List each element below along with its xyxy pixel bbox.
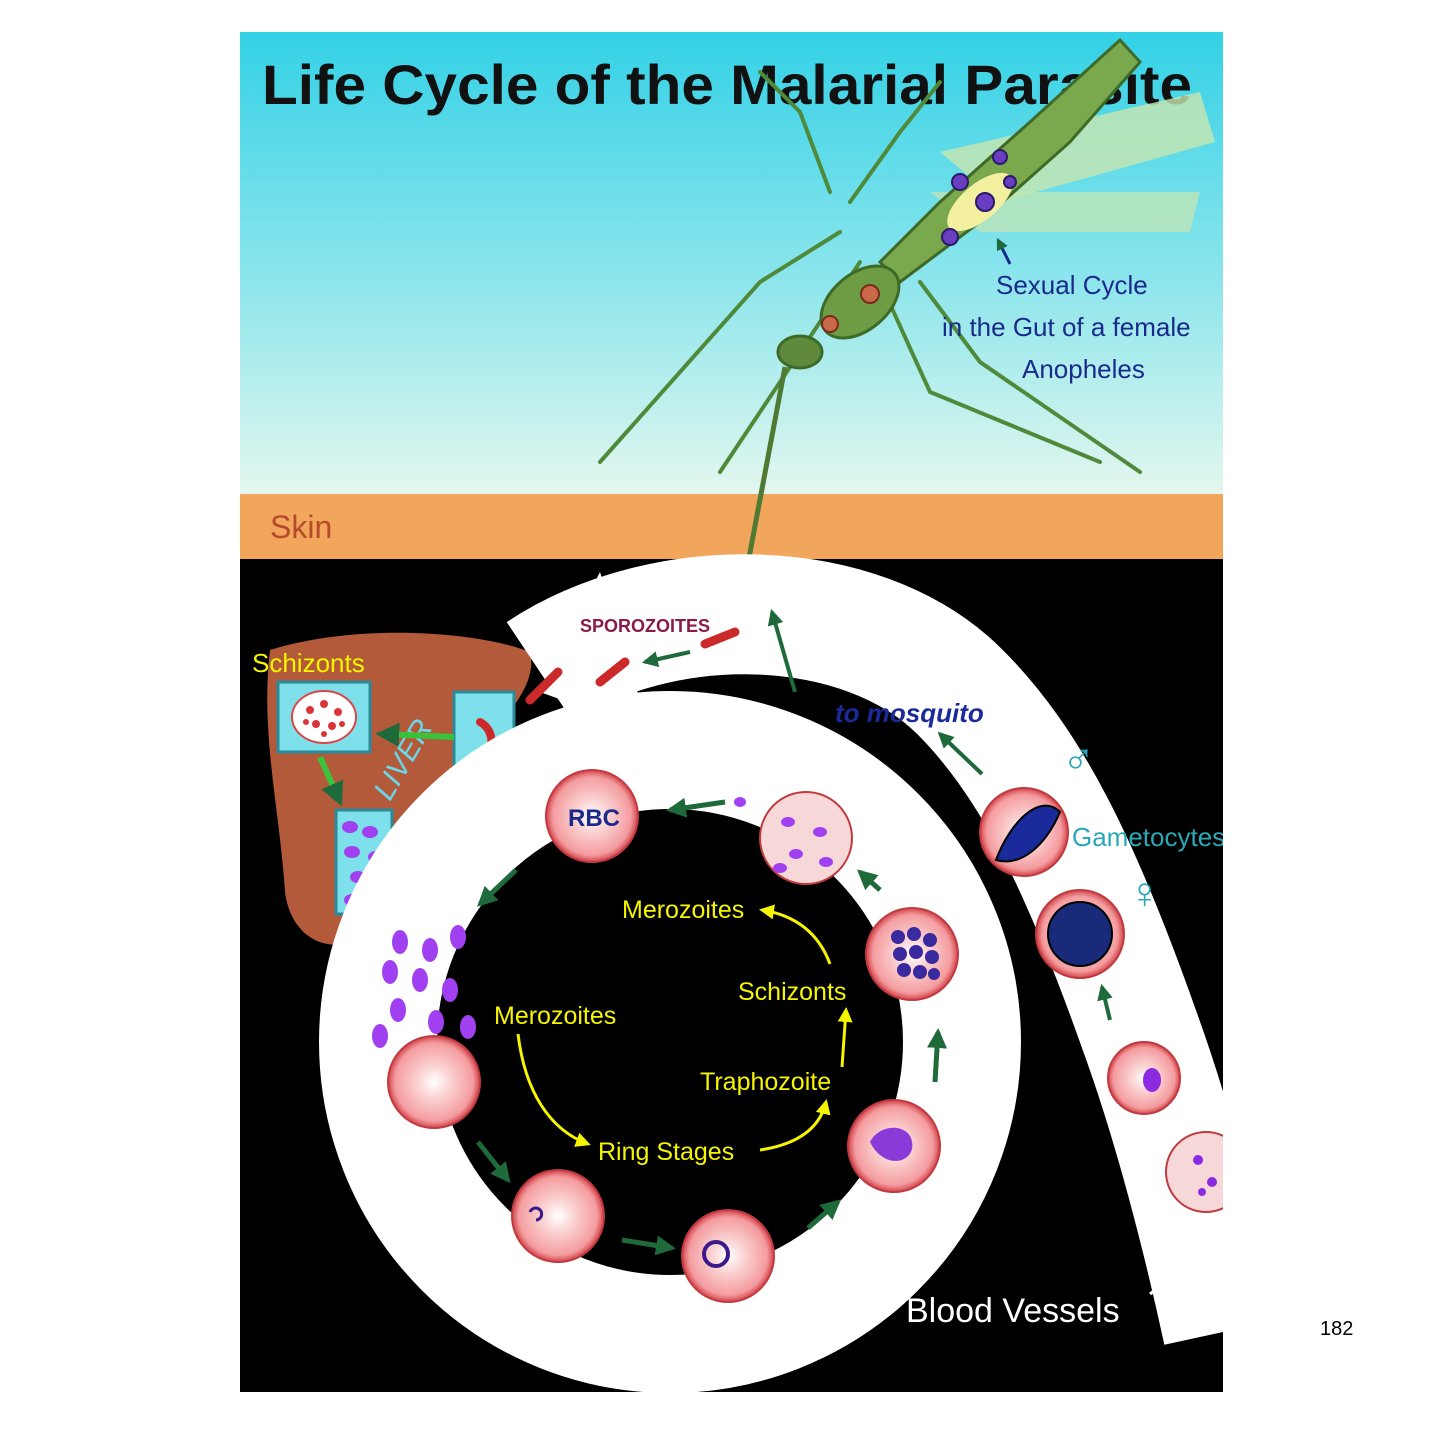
rbc-ring-1: [512, 1170, 604, 1262]
traphozoite-label: Traphozoite: [700, 1068, 831, 1096]
sexual-cycle-label-line1: Sexual Cycle: [996, 270, 1148, 300]
sexual-cycle-label-line3: Anopheles: [1022, 354, 1145, 384]
page-number: 182: [1320, 1318, 1353, 1341]
to-mosquito-label: to mosquito: [835, 698, 984, 728]
skin-layer: [240, 494, 1223, 559]
sexual-cycle-label-line2: in the Gut of a female: [942, 312, 1191, 342]
ring-stages-label: Ring Stages: [598, 1138, 734, 1166]
male-symbol: ♂: [1062, 735, 1095, 784]
blood-vessels-label: Blood Vessels: [906, 1292, 1120, 1330]
skin-label: Skin: [270, 509, 332, 545]
malaria-life-cycle-figure: Life Cycle of the Malarial Parasite: [240, 32, 1223, 1392]
sporozoites-label: SPOROZOITES: [580, 616, 710, 636]
rbc-left: [388, 1036, 480, 1128]
merozoites-top-label: Merozoites: [622, 896, 744, 924]
rbc-label: RBC: [568, 805, 620, 832]
female-symbol: ♀: [1128, 869, 1161, 918]
gametocytes-label: Gametocytes: [1072, 822, 1223, 852]
schizonts-inner-label: Schizonts: [738, 978, 846, 1006]
schizonts-liver-label: Schizonts: [252, 648, 365, 678]
merozoites-left-label: Merozoites: [494, 1002, 616, 1030]
